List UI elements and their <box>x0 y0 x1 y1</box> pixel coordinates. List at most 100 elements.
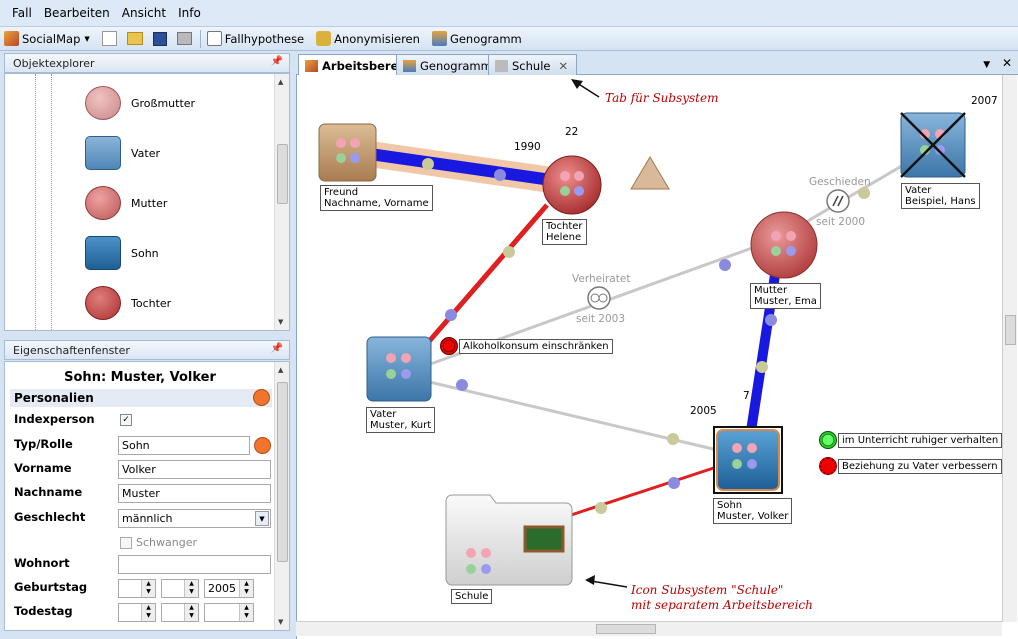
menu-ansicht[interactable]: Ansicht <box>121 6 167 20</box>
save-icon[interactable] <box>152 31 167 46</box>
tab-arbeitsbereich[interactable]: Arbeitsbereich <box>298 54 427 77</box>
relation-dot[interactable] <box>756 361 768 373</box>
geburtstag-year-spinner[interactable]: 2005▲▼ <box>204 579 254 598</box>
scroll-down-icon[interactable]: ▼ <box>278 318 284 326</box>
list-item-grossmutter[interactable]: Großmutter <box>85 83 275 123</box>
spin-arrows-icon[interactable]: ▲▼ <box>184 604 198 621</box>
menu-info[interactable]: Info <box>178 6 201 20</box>
divorce-symbol[interactable] <box>826 189 850 213</box>
scroll-down-icon[interactable]: ▼ <box>278 618 284 626</box>
genogramm-button[interactable]: Genogramm <box>431 31 522 46</box>
node-schule[interactable] <box>445 494 573 586</box>
scroll-up-icon[interactable]: ▲ <box>278 78 284 86</box>
objektexplorer-scrollbar[interactable]: ▲ ▼ <box>274 74 289 330</box>
list-item-vater[interactable]: Vater <box>85 133 275 173</box>
relation-dot[interactable] <box>667 433 679 445</box>
goal-alkohol[interactable]: Alkoholkonsum einschränken <box>440 337 613 355</box>
close-relation-line[interactable] <box>348 145 573 189</box>
tab-schule[interactable]: Schule ✕ <box>488 54 578 76</box>
node-freund[interactable] <box>318 123 377 182</box>
wohnort-field[interactable] <box>118 555 271 574</box>
relation-dot[interactable] <box>595 502 607 514</box>
node-vater-kurt[interactable] <box>366 336 432 402</box>
tab-genogramm[interactable]: Genogramm <box>396 54 501 76</box>
geburtstag-day-spinner[interactable]: ▲▼ <box>118 579 156 598</box>
spin-arrows-icon[interactable]: ▲▼ <box>239 604 253 621</box>
eigenschaften-title: Eigenschaftenfenster <box>13 343 130 357</box>
nachname-field[interactable]: Muster <box>118 484 271 503</box>
print-icon[interactable] <box>176 32 192 45</box>
row-nachname: Nachname Muster <box>10 483 272 505</box>
goal-beziehung[interactable]: Beziehung zu Vater verbessern <box>819 457 1002 475</box>
relation-dot[interactable] <box>719 259 731 271</box>
canvas-horizontal-scrollbar[interactable] <box>296 621 1002 636</box>
scroll-thumb[interactable] <box>1005 315 1016 345</box>
fallhypothese-button[interactable]: Fallhypothese <box>206 31 304 46</box>
schwanger-checkbox[interactable] <box>120 537 132 549</box>
relation-dot[interactable] <box>456 379 468 391</box>
todestag-day-spinner[interactable]: ▲▼ <box>118 603 156 622</box>
node-tochter[interactable] <box>542 155 602 215</box>
geschlecht-select[interactable]: männlich ▼ <box>118 509 271 528</box>
chevron-down-icon[interactable]: ▼ <box>255 511 269 526</box>
menu-fall[interactable]: Fall <box>12 6 32 20</box>
indexperson-checkbox[interactable]: ✓ <box>120 414 132 426</box>
tab-list-dropdown-icon[interactable]: ▼ <box>983 60 991 70</box>
new-icon[interactable] <box>101 31 117 46</box>
relation-dot[interactable] <box>494 169 506 181</box>
relation-dot[interactable] <box>858 187 870 199</box>
node-sohn[interactable] <box>713 426 783 494</box>
socialmap-label: SocialMap <box>22 31 81 46</box>
red-star-icon <box>819 457 837 475</box>
label-schule[interactable]: Schule <box>451 589 493 604</box>
scroll-thumb[interactable] <box>277 382 288 562</box>
relation-dot[interactable] <box>445 309 457 321</box>
spin-arrows-icon[interactable]: ▲▼ <box>141 580 155 597</box>
todestag-year-spinner[interactable]: ▲▼ <box>204 603 254 622</box>
list-item-mutter[interactable]: Mutter <box>85 183 275 223</box>
relation-dot[interactable] <box>422 158 434 170</box>
spin-arrows-icon[interactable]: ▲▼ <box>184 580 198 597</box>
typ-field[interactable]: Sohn <box>118 436 250 455</box>
todestag-label: Todestag <box>14 604 73 618</box>
list-item-tochter[interactable]: Tochter <box>85 283 275 323</box>
open-folder-icon[interactable] <box>126 32 143 45</box>
geburtstag-year: 2005 <box>208 582 236 595</box>
pin-icon[interactable]: 📌 <box>270 56 283 67</box>
vorname-field[interactable]: Volker <box>118 460 271 479</box>
scroll-thumb[interactable] <box>277 144 288 204</box>
search-icon[interactable] <box>253 389 270 406</box>
scroll-thumb[interactable] <box>596 624 656 634</box>
close-icon[interactable]: ✕ <box>558 58 569 73</box>
todestag-month-spinner[interactable]: ▲▼ <box>161 603 199 622</box>
menu-bearbeiten[interactable]: Bearbeiten <box>43 6 110 20</box>
node-mutter[interactable] <box>750 211 818 279</box>
list-item-sohn[interactable]: Sohn <box>85 233 275 273</box>
red-status-icon <box>440 337 458 355</box>
spin-arrows-icon[interactable]: ▲▼ <box>141 604 155 621</box>
relation-dot[interactable] <box>503 246 515 258</box>
relation-dot[interactable] <box>765 314 777 326</box>
node-vater-hans[interactable] <box>900 112 966 178</box>
canvas-vertical-scrollbar[interactable] <box>1002 75 1017 622</box>
pin-icon[interactable]: 📌 <box>270 343 283 354</box>
goal-unterricht[interactable]: im Unterricht ruhiger verhalten <box>819 431 1003 449</box>
socialmap-button[interactable]: SocialMap ▼ <box>4 31 90 46</box>
spin-arrows-icon[interactable]: ▲▼ <box>239 580 253 597</box>
next-icon[interactable] <box>254 437 271 454</box>
close-icon[interactable]: ✕ <box>1001 56 1012 70</box>
anonymisieren-button[interactable]: Anonymisieren <box>316 31 420 46</box>
relation-dot[interactable] <box>668 477 680 489</box>
scroll-up-icon[interactable]: ▲ <box>278 366 284 374</box>
pregnancy-icon[interactable] <box>630 156 670 190</box>
geburtstag-month-spinner[interactable]: ▲▼ <box>161 579 199 598</box>
label-line: Muster, Ema <box>754 296 817 307</box>
properties-scrollbar[interactable]: ▲ ▼ <box>274 362 289 630</box>
